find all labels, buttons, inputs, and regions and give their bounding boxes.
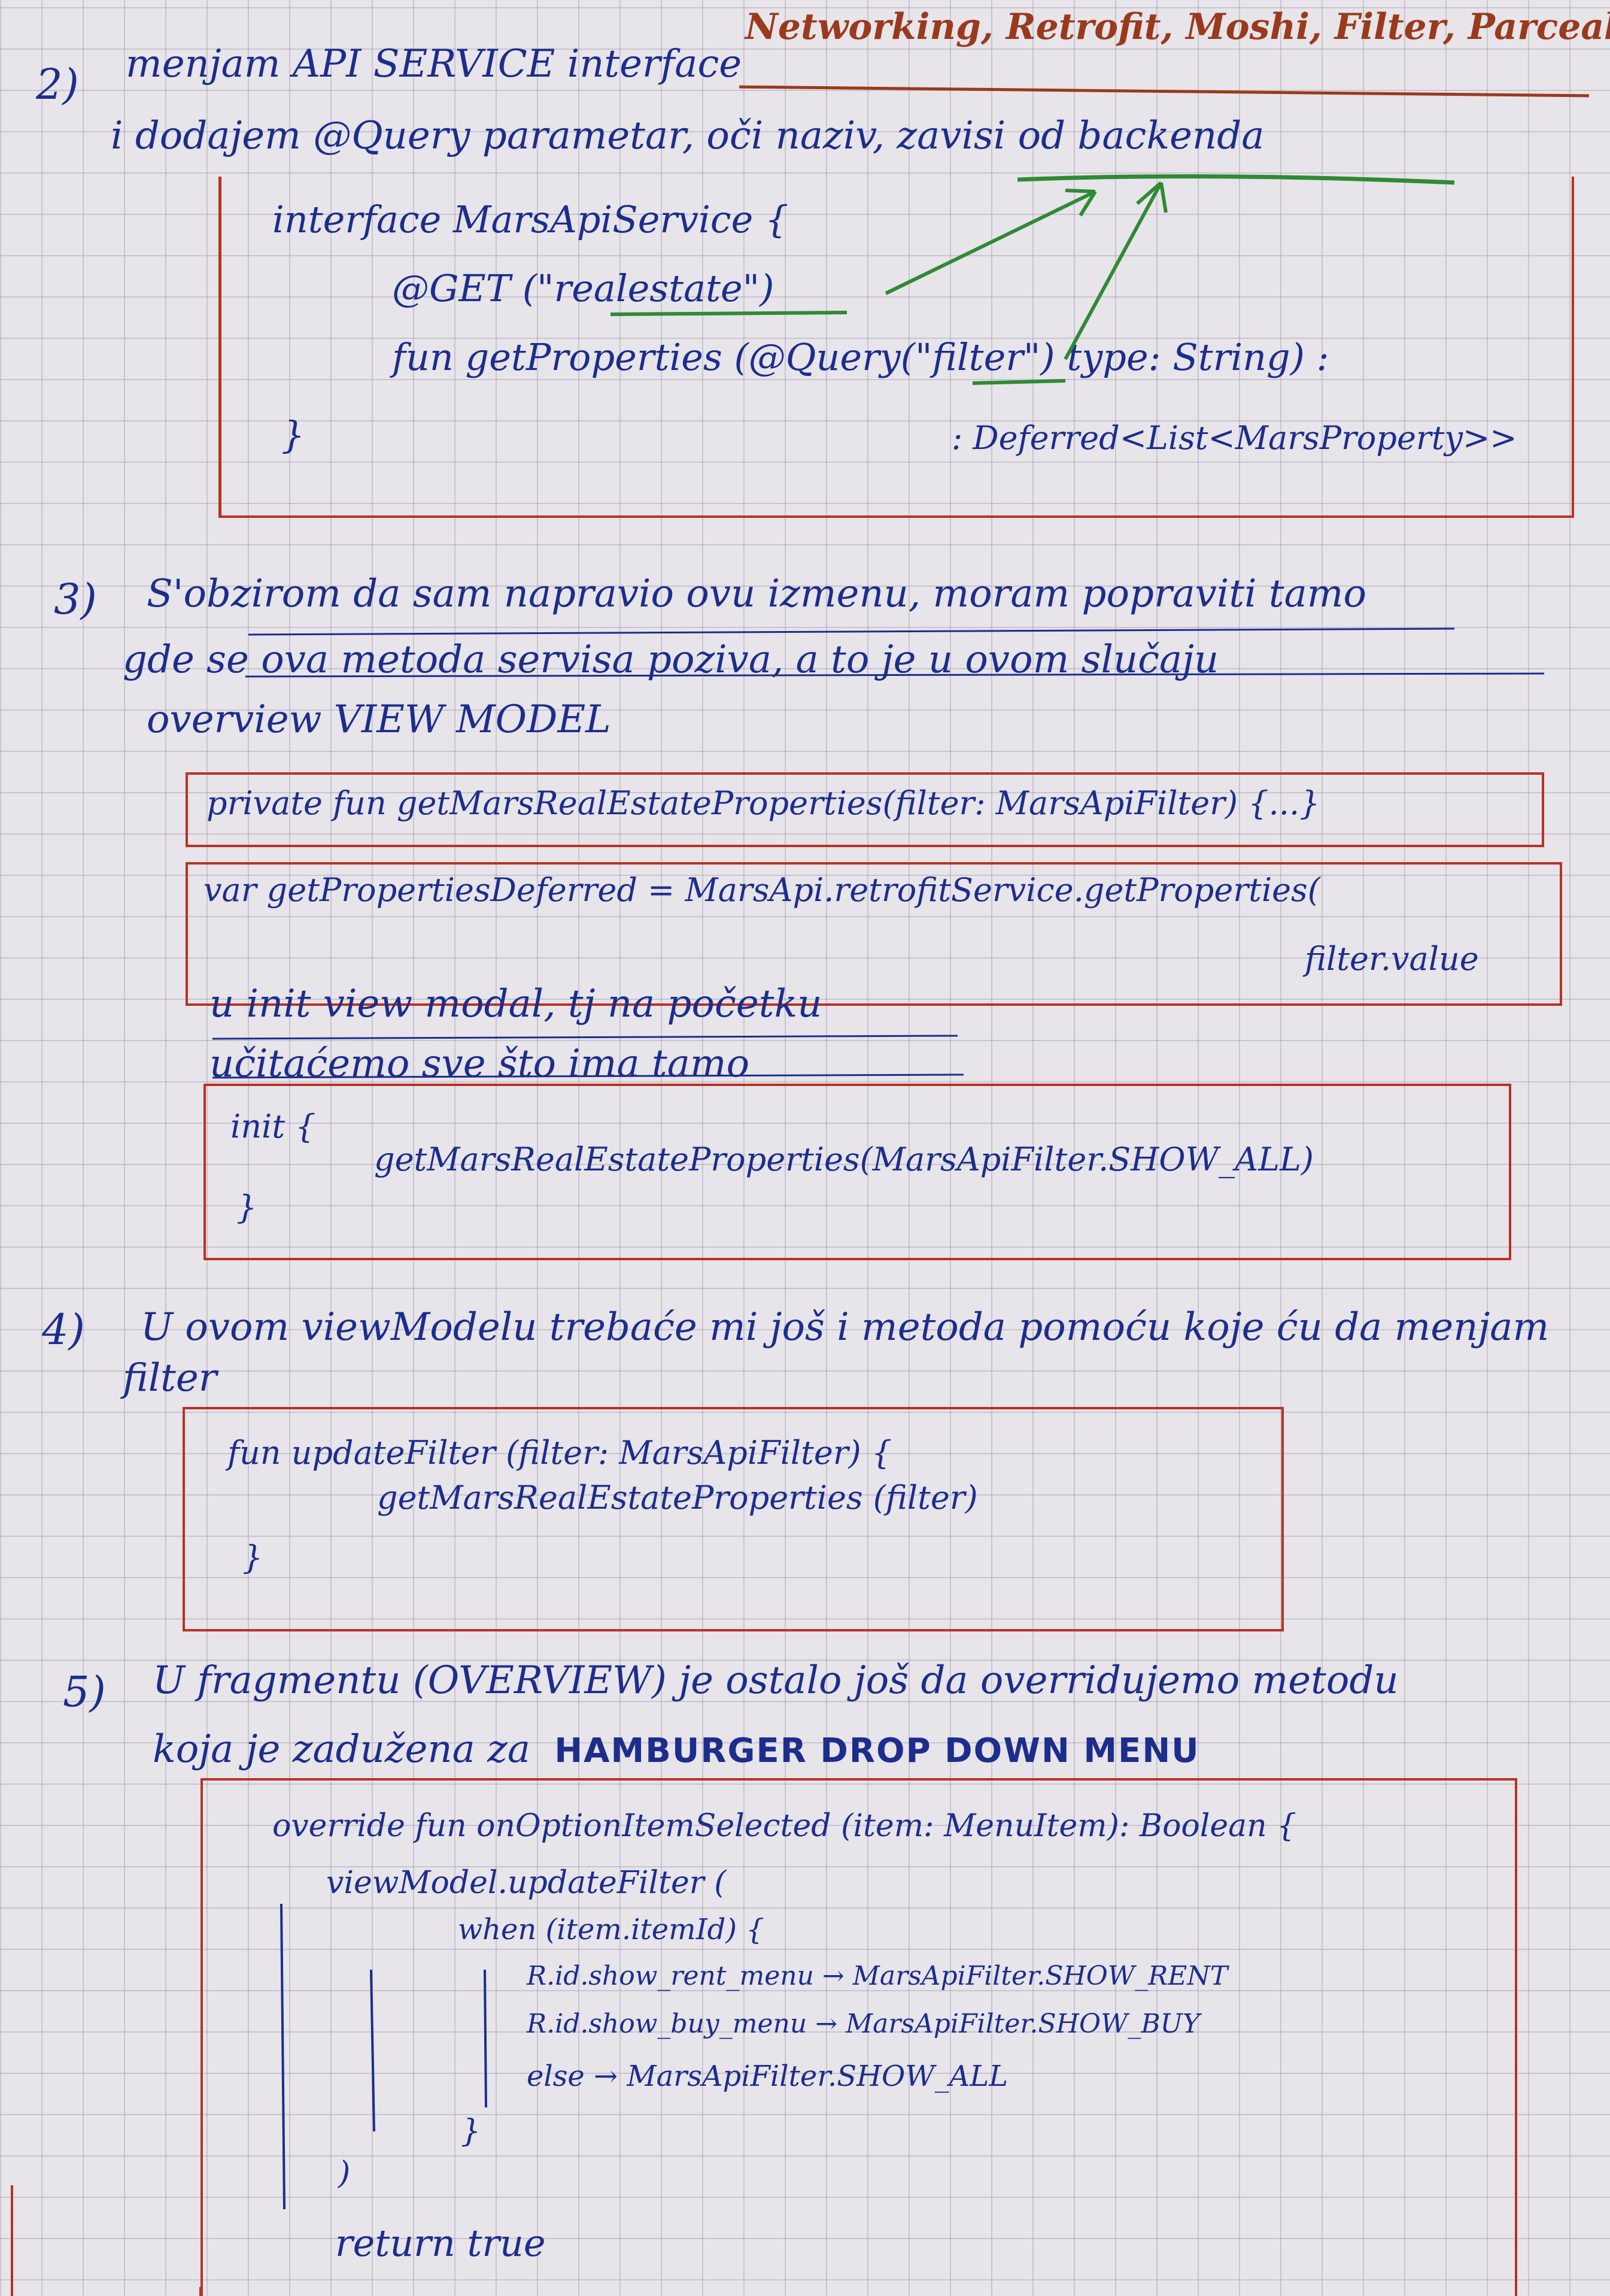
step-5-code-line-8: ) [338,2155,351,2191]
step-4-code-line-3: } [242,1539,263,1576]
step-3-number: 3) [54,575,97,624]
step-2-code-line-3: fun getProperties (@Query("filter") type… [392,335,1329,379]
page-margin-line [11,2185,13,2296]
step-3-init-open: init { [230,1108,316,1145]
step3-underline-4 [212,1073,964,1079]
step-5-code-line-9: return true [335,2221,546,2265]
step-3-note-2: učitaćemo sve što ima tamo [209,1042,750,1086]
arrow-filter-head [1136,181,1168,213]
step-3-heading-line-3: overview VIEW MODEL [147,697,611,742]
step-3-note-1: u init view modal, tj na početku [209,982,822,1026]
when-bracket-case [484,1969,487,2108]
step-4-code-line-1: fun updateFilter (filter: MarsApiFilter)… [227,1434,892,1472]
step-2-code-box [218,177,1574,518]
arrow-realestate [885,190,1096,295]
step-2-code-line-4: } [281,413,305,457]
step-5-code-line-7: } [461,2113,481,2149]
page-title: Networking, Retrofit, Moshi, Filter, Par… [745,6,1610,48]
step3-underline-2 [245,672,1545,678]
step-3-code-line-1: private fun getMarsRealEstateProperties(… [206,784,1320,822]
step-2-code-line-1: interface MarsApiService { [272,198,789,241]
step-4-code-box [183,1407,1284,1631]
backend-underline [1017,174,1455,185]
when-bracket-outer [280,1903,285,2210]
step-5-code-line-6: else → MarsApiFilter.SHOW_ALL [527,2060,1008,2093]
step3-underline-3 [212,1035,958,1040]
step-5-code-line-1: override fun onOptionItemSelected (item:… [272,1808,1297,1844]
arrow-realestate-head [1065,189,1097,217]
step-4-heading-line-2: filter [123,1356,217,1400]
step-2-code-line-5: : Deferred<List<MarsProperty>> [952,419,1517,457]
step-5-heading-prefix: koja je zadužena za [153,1727,530,1772]
realestate-underline [610,311,847,316]
step-5-code-line-3: when (item.itemId) { [458,1913,764,1946]
step-5-code-line-5: R.id.show_buy_menu → MarsApiFilter.SHOW_… [527,2009,1200,2039]
step-4-heading-line-1: U ovom viewModelu trebaće mi još i metod… [141,1305,1550,1349]
step-3-code-box-3 [203,1084,1511,1260]
step-4-number: 4) [42,1305,85,1354]
step-5-code-box [201,1778,1517,2296]
step-2-code-line-2: @GET ("realestate") [392,266,774,310]
step-3-code-line-2: var getPropertiesDeferred = MarsApi.retr… [203,871,1320,909]
step-5-heading-line-2: koja je zadužena za HAMBURGER DROP DOWN … [153,1727,1200,1772]
step-3-code-box-2 [186,862,1562,1006]
step-3-heading-line-1: S'obzirom da sam napravio ovu izmenu, mo… [147,572,1366,616]
step-5-code-line-2: viewModel.updateFilter ( [326,1865,727,1901]
step-5-heading-line-1: U fragmentu (OVERVIEW) je ostalo još da … [153,1658,1399,1703]
step-3-code-box-1 [186,772,1544,847]
step-4-code-line-2: getMarsRealEstateProperties (filter) [377,1479,978,1516]
step3-underline-1 [248,627,1455,636]
when-bracket-inner [370,1969,375,2132]
step-3-code-line-3: filter.value [1305,940,1479,978]
step-5-code-line-4: R.id.show_rent_menu → MarsApiFilter.SHOW… [527,1961,1228,1991]
step-2-heading-line-2: i dodajem @Query parametar, oči naziv, z… [111,114,1265,158]
step-2-heading-line-1: menjam API SERVICE interface [126,42,742,86]
filter-underline [972,379,1066,385]
step-3-init-close: } [236,1188,257,1226]
hamburger-menu-label: HAMBURGER DROP DOWN MENU [554,1731,1200,1770]
step-5-number: 5) [63,1667,106,1716]
step-3-init-call: getMarsRealEstateProperties(MarsApiFilte… [374,1141,1314,1178]
arrow-filter [1064,181,1163,360]
step-2-number: 2) [36,60,79,109]
